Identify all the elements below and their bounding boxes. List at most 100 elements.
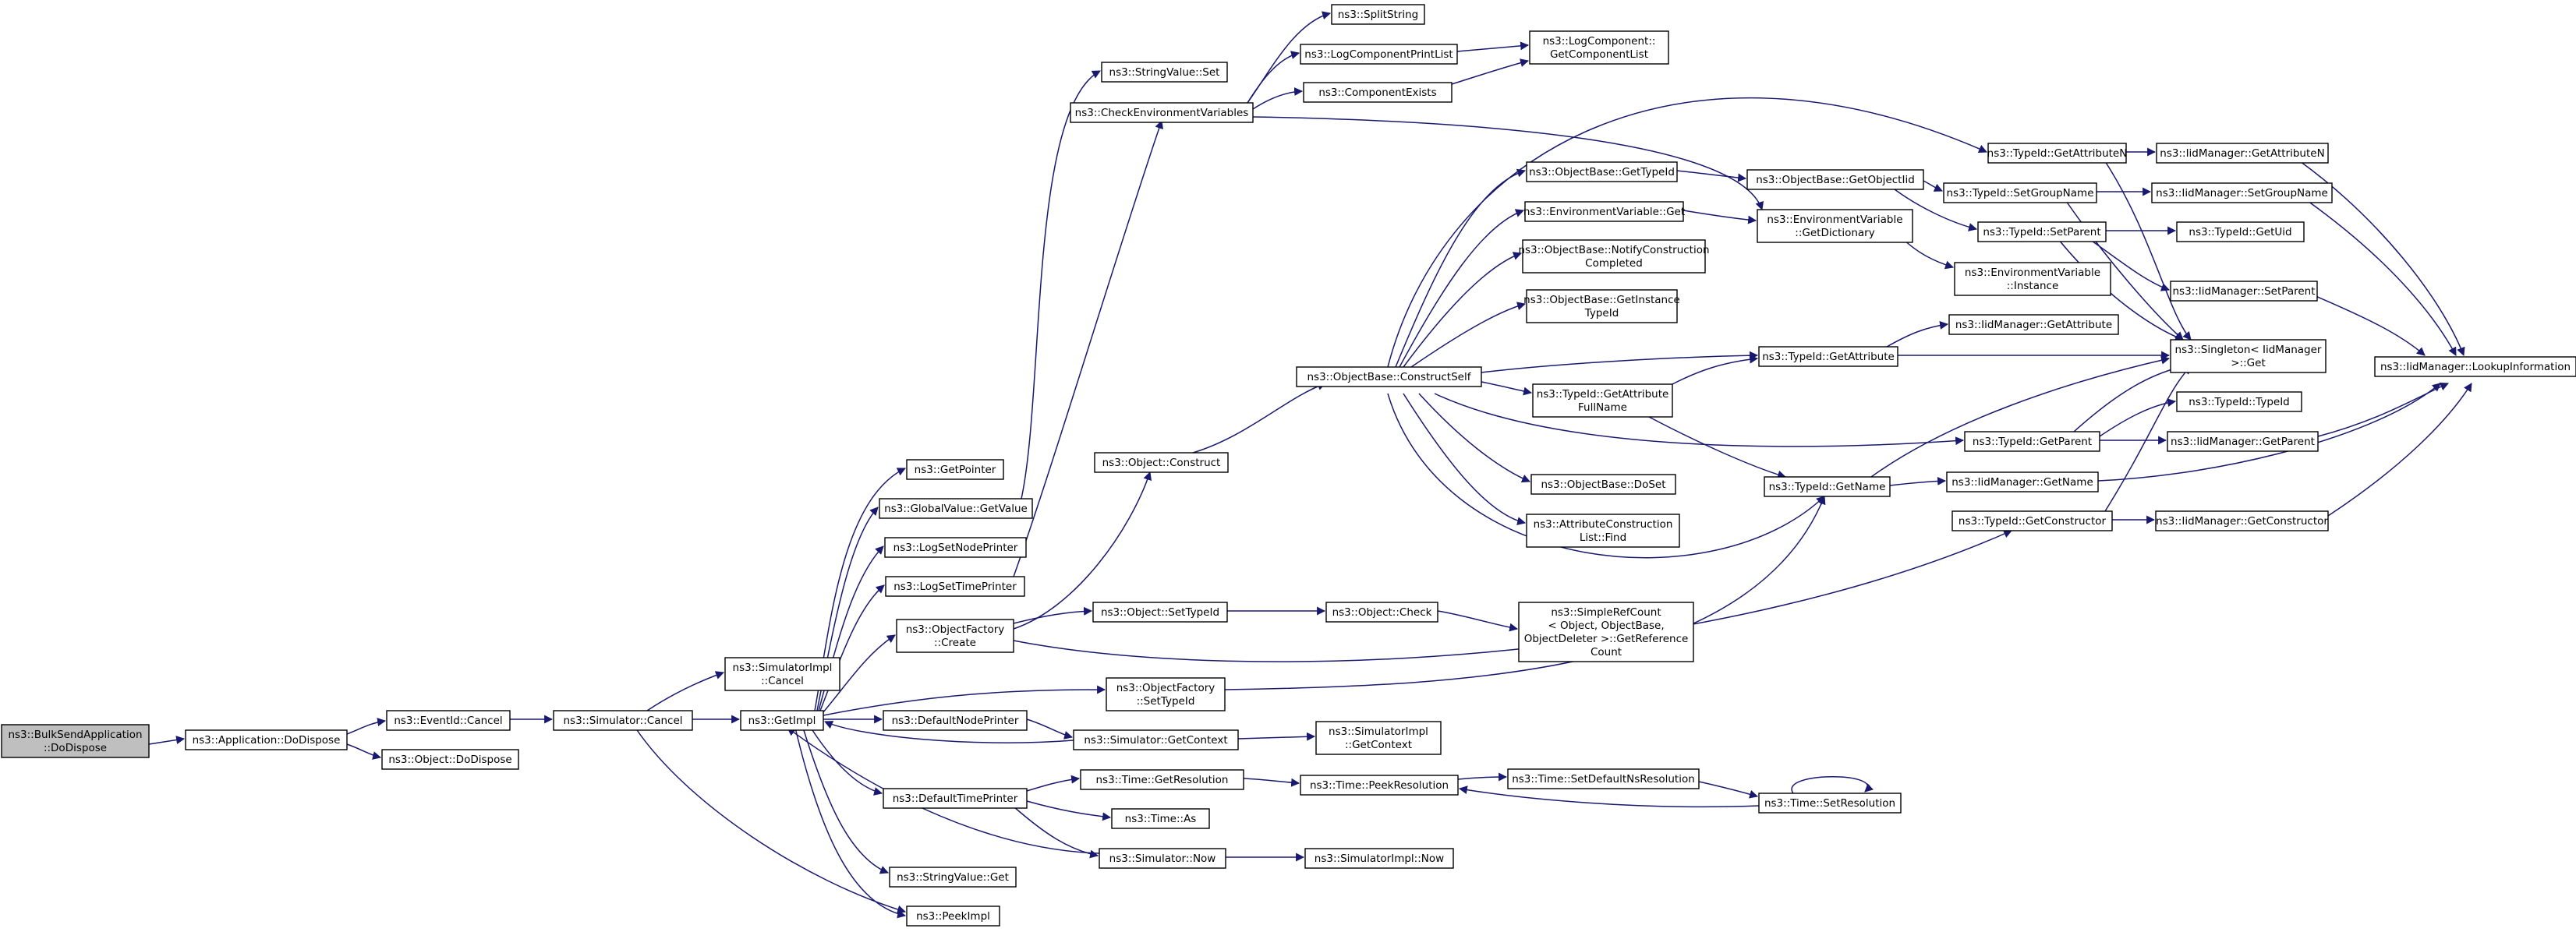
node-logSetTime[interactable]: ns3::LogSetTimePrinter (885, 576, 1025, 597)
node-objFactCreate[interactable]: ns3::ObjectFactory::Create (896, 619, 1014, 653)
node-tidGetParent[interactable]: ns3::TypeId::GetParent (1964, 431, 2100, 452)
node-box (1746, 169, 1924, 190)
node-root[interactable]: ns3::BulkSendApplication::DoDispose (1, 724, 150, 758)
node-tidGetName[interactable]: ns3::TypeId::GetName (1764, 476, 1891, 497)
node-tidTypeId[interactable]: ns3::TypeId::TypeId (2176, 391, 2302, 412)
node-label: ns3::LogSetTimePrinter (893, 581, 1017, 593)
node-simImplCancel[interactable]: ns3::SimulatorImpl::Cancel (724, 657, 840, 691)
node-label: ns3::StringValue::Get (897, 871, 1009, 884)
node-box (1524, 201, 1684, 222)
node-iidSetParent[interactable]: ns3::IidManager::SetParent (2170, 281, 2318, 302)
node-label: ns3::SimpleRefCount (1551, 606, 1661, 619)
node-logCompGet[interactable]: ns3::LogComponent::GetComponentList (1529, 30, 1669, 65)
node-label: ns3::Simulator::GetContext (1084, 734, 1227, 747)
node-iidGetConstructor[interactable]: ns3::IidManager::GetConstructor (2155, 510, 2329, 531)
node-box (906, 459, 1004, 480)
node-getPointer[interactable]: ns3::GetPointer (906, 459, 1004, 480)
edge-tidGetConstructor-to-singletonGet (2104, 365, 2192, 512)
node-obGetObjectIid[interactable]: ns3::ObjectBase::GetObjectIid (1746, 169, 1924, 190)
node-logCompPrint[interactable]: ns3::LogComponentPrintList (1300, 44, 1458, 65)
node-box (1092, 602, 1228, 623)
edge-obConstructSelf-to-obGetInst (1410, 302, 1527, 368)
edge-tidGetAttr-to-iidGetAttribute (1886, 320, 1949, 348)
node-label: ns3::ObjectBase::GetObjectIid (1756, 174, 1915, 186)
node-simImplNow[interactable]: ns3::SimulatorImpl::Now (1304, 848, 1454, 869)
node-label: ns3::Object::Check (1332, 606, 1432, 619)
node-label: GetComponentList (1550, 48, 1648, 61)
node-defNodePrinter[interactable]: ns3::DefaultNodePrinter (883, 710, 1028, 731)
node-tidGetConstructor[interactable]: ns3::TypeId::GetConstructor (1951, 510, 2113, 531)
node-envInstance[interactable]: ns3::EnvironmentVariable::Instance (1954, 262, 2111, 296)
node-iidGetAttribute[interactable]: ns3::IidManager::GetAttribute (1948, 314, 2119, 335)
edge-logSetTime-to-checkEnv (1013, 119, 1163, 577)
node-simGetContext[interactable]: ns3::Simulator::GetContext (1073, 729, 1239, 750)
node-ofSetTypeId[interactable]: ns3::ObjectFactory::SetTypeId (1106, 677, 1226, 711)
node-simImplGetCtx[interactable]: ns3::SimulatorImpl::GetContext (1315, 721, 1442, 755)
node-obDoSet[interactable]: ns3::ObjectBase::DoSet (1530, 474, 1676, 495)
edge-tidGetAttrFull-to-tidGetName (1637, 410, 1787, 479)
node-label: ns3::IidManager::GetConstructor (2156, 515, 2328, 528)
node-strValGet[interactable]: ns3::StringValue::Get (889, 867, 1017, 888)
node-singletonGet[interactable]: ns3::Singleton< IidManager >::Get (2170, 339, 2327, 373)
node-objDoDispose[interactable]: ns3::Object::DoDispose (381, 749, 519, 770)
node-timePeekRes[interactable]: ns3::Time::PeekResolution (1300, 775, 1459, 796)
edge-envVarGet-to-envGetDict (1683, 210, 1757, 224)
node-box (1106, 677, 1226, 711)
node-obConstructSelf[interactable]: ns3::ObjectBase::ConstructSelf (1296, 366, 1482, 387)
edge-timeSetRes-to-timeSetRes (1791, 776, 1874, 794)
node-objConstruct[interactable]: ns3::Object::Construct (1094, 452, 1229, 473)
node-defTimePrinter[interactable]: ns3::DefaultTimePrinter (883, 788, 1028, 809)
node-label: ns3::EventId::Cancel (394, 715, 502, 727)
node-tidGetAttrN[interactable]: ns3::TypeId::GetAttributeN (1987, 143, 2128, 164)
node-iidGetParent[interactable]: ns3::IidManager::GetParent (2167, 431, 2319, 452)
edge-obConstructSelf-to-tidGetAttrN (1387, 97, 1988, 368)
node-box (1325, 602, 1438, 623)
node-box (1099, 848, 1226, 869)
node-box (724, 657, 840, 691)
node-compExists[interactable]: ns3::ComponentExists (1303, 82, 1453, 103)
node-getImpl[interactable]: ns3::GetImpl (740, 710, 824, 731)
edge-obConstructSelf-to-tidGetParent (1434, 393, 1965, 447)
edge-getImpl-to-objFactCreate (822, 634, 896, 714)
node-tidSetGroupName[interactable]: ns3::TypeId::SetGroupName (1943, 182, 2097, 203)
edge-getImpl-to-strValGet (802, 727, 890, 874)
node-iidGetAttrN[interactable]: ns3::IidManager::GetAttributeN (2156, 143, 2329, 164)
node-envVarGet[interactable]: ns3::EnvironmentVariable::Get (1523, 201, 1685, 222)
edge-obGetObjectIid-to-tidSetGroupName (1923, 180, 1944, 192)
node-logSetNode[interactable]: ns3::LogSetNodePrinter (884, 537, 1027, 558)
node-iidLookup[interactable]: ns3::IidManager::LookupInformation (2374, 356, 2576, 377)
node-simNow[interactable]: ns3::Simulator::Now (1099, 848, 1226, 869)
node-obGetTypeId[interactable]: ns3::ObjectBase::GetTypeId (1526, 161, 1678, 182)
node-tidSetParent[interactable]: ns3::TypeId::SetParent (1977, 221, 2107, 242)
node-splitString[interactable]: ns3::SplitString (1331, 4, 1425, 25)
node-appDoDispose[interactable]: ns3::Application::DoDispose (185, 729, 348, 750)
node-obNotify[interactable]: ns3::ObjectBase::NotifyConstructionCompl… (1518, 239, 1710, 274)
node-objCheck[interactable]: ns3::Object::Check (1325, 602, 1438, 623)
node-envGetDict[interactable]: ns3::EnvironmentVariable::GetDictionary (1757, 209, 1913, 243)
node-label: ::DoDispose (44, 742, 107, 754)
node-simpleRef[interactable]: ns3::SimpleRefCount< Object, ObjectBase,… (1518, 602, 1694, 662)
edge-getImpl-to-ofSetTypeId (823, 685, 1106, 716)
node-eventCancel[interactable]: ns3::EventId::Cancel (386, 710, 511, 731)
node-iidSetGroupName[interactable]: ns3::IidManager::SetGroupName (2151, 182, 2333, 203)
node-simCancel[interactable]: ns3::Simulator::Cancel (553, 710, 693, 731)
node-label: ns3::SplitString (1338, 9, 1419, 21)
node-timeSetRes[interactable]: ns3::Time::SetResolution (1758, 793, 1902, 814)
node-strValSet[interactable]: ns3::StringValue::Set (1101, 62, 1228, 83)
node-timeAs[interactable]: ns3::Time::As (1111, 808, 1210, 829)
node-objSetTypeId[interactable]: ns3::Object::SetTypeId (1092, 602, 1228, 623)
node-label: ns3::IidManager::SetGroupName (2156, 187, 2328, 199)
node-tidGetAttr[interactable]: ns3::TypeId::GetAttribute (1758, 346, 1898, 367)
node-iidGetName[interactable]: ns3::IidManager::GetName (1946, 471, 2099, 492)
node-peekImpl[interactable]: ns3::PeekImpl (906, 906, 1000, 927)
node-tidGetUid[interactable]: ns3::TypeId::GetUid (2176, 221, 2305, 242)
node-timeSetDefNs[interactable]: ns3::Time::SetDefaultNsResolution (1507, 768, 1700, 789)
node-label: >::Get (2231, 357, 2265, 369)
node-gvGetValue[interactable]: ns3::GlobalValue::GetValue (879, 498, 1033, 519)
node-timeGetRes[interactable]: ns3::Time::GetResolution (1080, 769, 1244, 790)
node-box (740, 710, 824, 731)
node-checkEnv[interactable]: ns3::CheckEnvironmentVariables (1070, 102, 1254, 123)
